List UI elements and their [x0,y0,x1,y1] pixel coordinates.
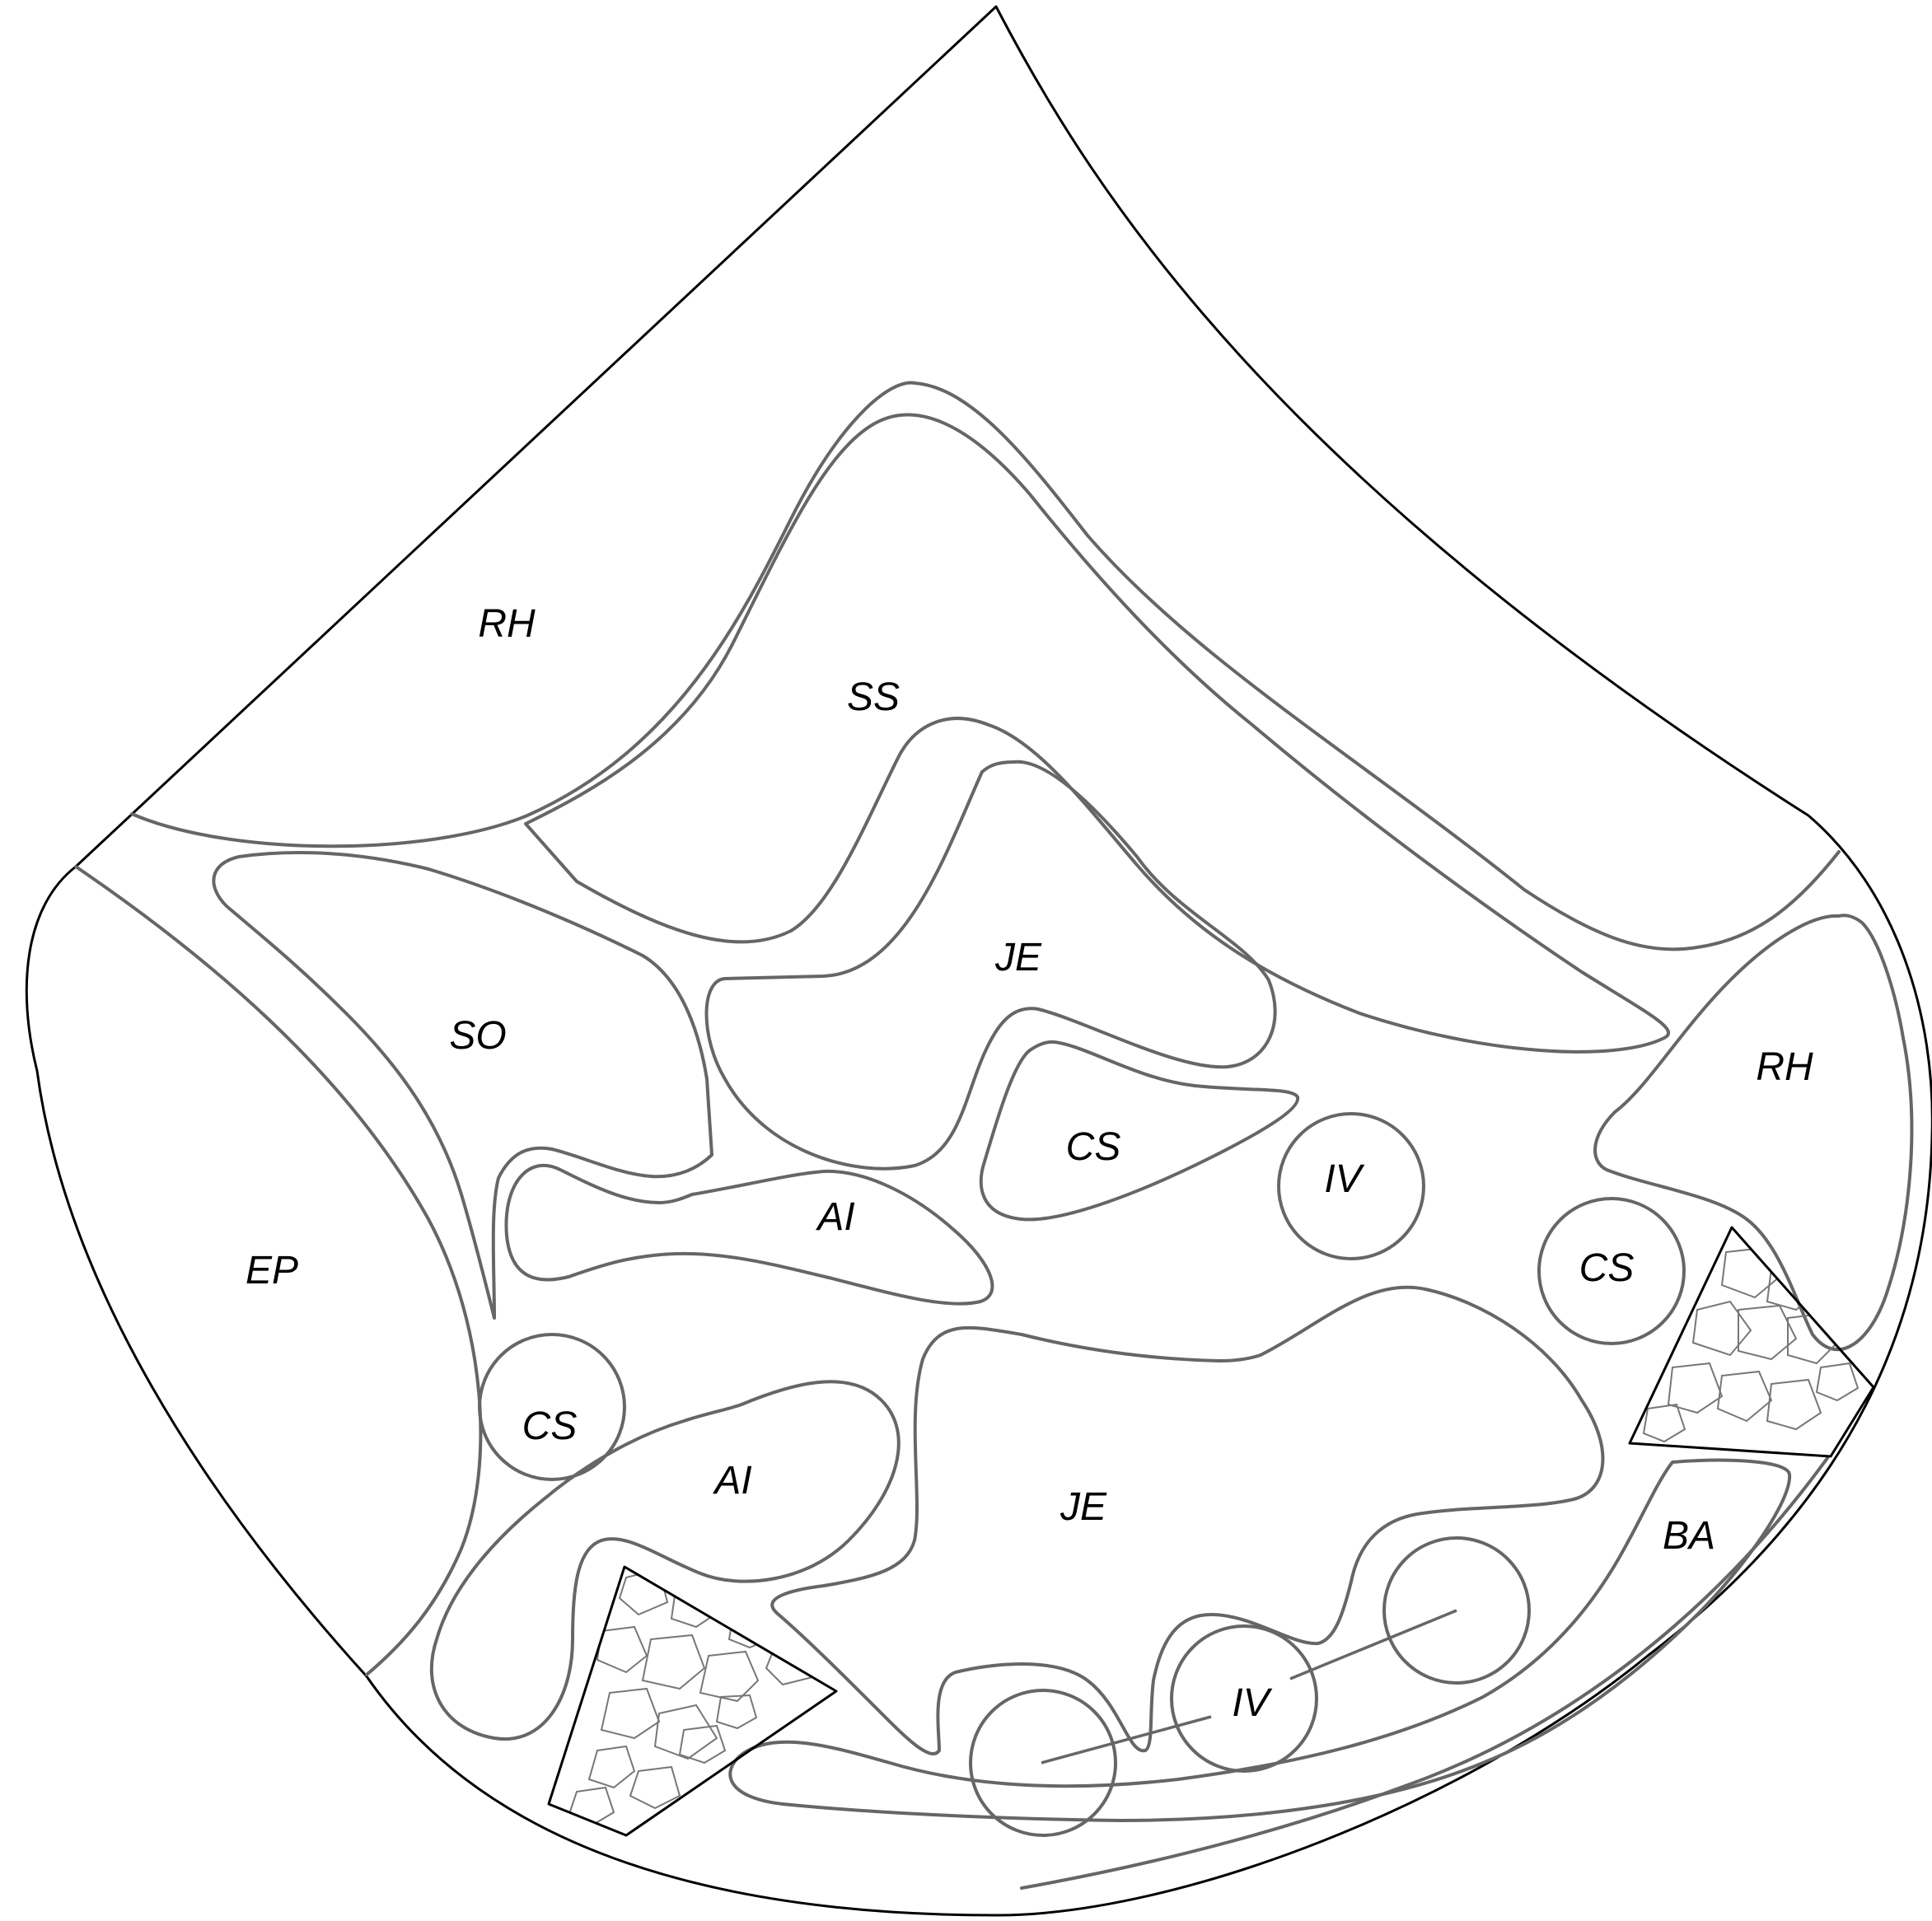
je-upper-region [707,762,1275,1169]
label-cs-right: CS [1579,1246,1635,1290]
label-cs-upper: CS [1066,1125,1121,1169]
ss-region [526,415,1668,1052]
label-ai-upper: AI [815,1195,854,1239]
ba-region [730,1461,1789,1821]
label-rh-top: RH [478,602,536,646]
label-je-lower: JE [1060,1485,1107,1529]
label-iv-lower: IV [1232,1681,1272,1725]
label-je-upper: JE [994,936,1042,979]
label-ai-lower: AI [712,1459,751,1503]
label-iv-upper: IV [1324,1157,1364,1201]
left-triangle-outline [549,1567,836,1835]
label-rh-right: RH [1756,1045,1813,1089]
label-cs-left: CS [522,1405,578,1448]
label-ss: SS [847,675,900,719]
ai-upper-region [506,1166,992,1304]
label-so: SO [449,1014,506,1058]
rh-right-region [1595,915,1911,1349]
rh-top-boundary [132,383,1839,950]
section-outline [26,7,1932,1915]
right-cell-cluster-triangle [1630,1227,1874,1456]
label-ep: EP [246,1249,298,1292]
je-lower-region [772,1288,1602,1754]
cs-upper-region [981,1042,1298,1220]
left-cell-cluster-triangle [549,1567,836,1835]
label-ba: BA [1663,1514,1715,1558]
right-triangle-outline [1630,1227,1874,1456]
